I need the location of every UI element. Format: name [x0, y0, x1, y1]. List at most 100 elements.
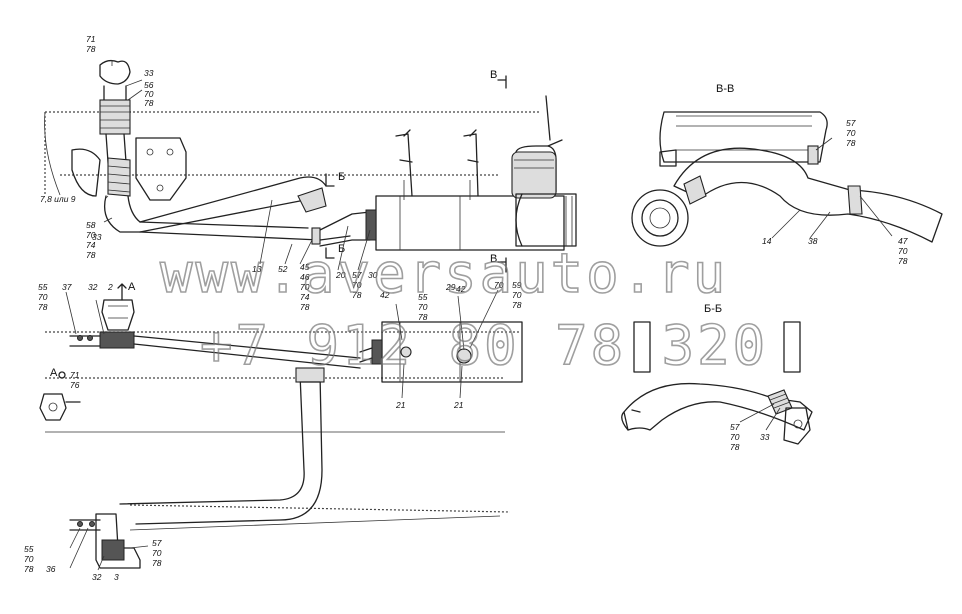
callout-3: 3 [114, 572, 119, 582]
callout-20: 20 [335, 270, 346, 280]
callout-33-top: 33 [144, 68, 154, 78]
callout-label: 57 [846, 118, 856, 128]
section-arrow-bb-bottom: Б [338, 243, 345, 255]
callout-label: 46 [300, 272, 310, 282]
callout-45-46-70-74-78: 45 46 70 74 78 [300, 262, 310, 312]
section-arrow-vv-bottom: В [490, 253, 497, 265]
callout-label: 70 [846, 128, 856, 138]
callout-label: 70 [144, 89, 154, 99]
callout-label: 71 [86, 34, 96, 44]
callout-70: 70 [494, 280, 504, 290]
callout-label: 78 [300, 302, 310, 312]
callout-label: 3 [114, 572, 119, 582]
side-view-down-pipe [119, 367, 325, 525]
callout-32-bot: 32 [92, 572, 102, 582]
side-view-muffler [359, 321, 523, 383]
callout-label: 21 [453, 400, 464, 410]
top-view-frame-rail [44, 111, 540, 196]
callout-label: 20 [335, 270, 346, 280]
callout-59-70-78: 59 70 78 [512, 280, 522, 310]
callout-37: 37 [62, 282, 72, 292]
callout-label: 78 [898, 256, 908, 266]
callout-label: 52 [278, 264, 288, 274]
callout-57-70-78-bot: 57 70 78 [152, 538, 162, 568]
callout-label: 70 [512, 290, 522, 300]
callout-label: 13 [252, 264, 262, 274]
callout-label: 57 [352, 270, 362, 280]
watermark-phone: +7 912 80 78 320 [200, 314, 768, 377]
callout-label: 2 [107, 282, 113, 292]
callout-47-70-78: 47 70 78 [898, 236, 908, 266]
callout-label: 32 [88, 282, 98, 292]
section-bb-view [621, 321, 813, 445]
callout-label: 42 [456, 284, 466, 294]
callout-label: 36 [46, 564, 56, 574]
callout-label: 78 [418, 312, 428, 322]
callout-33-bb: 33 [760, 432, 770, 442]
callout-7-8: 7,8 или 9 [40, 194, 76, 204]
callout-label: 55 [418, 292, 428, 302]
callout-label: 33 [760, 432, 770, 442]
callout-label: 78 [86, 44, 96, 54]
callout-29: 29 [445, 282, 456, 292]
callout-55-70-78-left: 55 70 78 [38, 282, 48, 312]
top-view-muffler [365, 129, 565, 251]
top-view-long-pipe [139, 176, 371, 247]
callout-label: 76 [70, 380, 80, 390]
callout-label: 70 [898, 246, 908, 256]
callout-label: 74 [300, 292, 310, 302]
callout-label: 55 [38, 282, 48, 292]
callout-55-70-78-mid: 55 70 78 [418, 292, 428, 322]
callout-21-right: 21 [453, 400, 464, 410]
callout-label: 70 [300, 282, 310, 292]
callout-label: 70 [418, 302, 428, 312]
callout-label: 78 [24, 564, 34, 574]
callout-label: 29 [445, 282, 456, 292]
callout-2: 2 [107, 282, 113, 292]
view-a-label: А [50, 367, 58, 379]
callout-13: 13 [252, 264, 262, 274]
callout-label: 38 [808, 236, 818, 246]
callout-label: 30 [368, 270, 378, 280]
callout-32-top: 32 [88, 282, 98, 292]
callout-52: 52 [278, 264, 288, 274]
callout-label: 70 [494, 280, 504, 290]
section-arrow-a: А [128, 281, 136, 293]
callout-label: 7,8 или 9 [40, 194, 76, 204]
callout-14: 14 [762, 236, 772, 246]
callout-label: 33 [92, 232, 102, 242]
view-a-detail [39, 371, 81, 421]
callout-label: 32 [92, 572, 102, 582]
callout-label: 78 [86, 250, 96, 260]
callout-21-left: 21 [395, 400, 406, 410]
callout-label: 56 [144, 80, 154, 90]
callout-label: 47 [898, 236, 908, 246]
callout-label: 33 [144, 68, 154, 78]
top-view-vertical-pipe [71, 59, 141, 233]
callout-label: 14 [762, 236, 772, 246]
callout-label: 70 [352, 280, 362, 290]
callout-label: 45 [300, 262, 310, 272]
callout-55-70-78-bot: 55 70 78 [24, 544, 34, 574]
callout-label: 71 [70, 370, 80, 380]
callout-label: 59 [512, 280, 522, 290]
callout-label: 70 [24, 554, 34, 564]
callout-label: 57 [730, 422, 740, 432]
callout-label: 55 [24, 544, 34, 554]
callout-57-70-78-vv: 57 70 78 [846, 118, 856, 148]
top-view-bracket [135, 137, 187, 201]
watermark-url: www.aversauto.ru [160, 242, 728, 305]
callout-38: 38 [808, 236, 818, 246]
callout-label: 78 [144, 98, 154, 108]
callout-label: 70 [152, 548, 162, 558]
callout-label: 78 [730, 442, 740, 452]
callout-label: 78 [38, 302, 48, 312]
callout-label: 70 [38, 292, 48, 302]
side-view-frame [45, 331, 520, 531]
callout-label: 42 [380, 290, 390, 300]
top-view-outlet-elbow [511, 95, 577, 247]
callout-57-70-78-bb: 57 70 78 [730, 422, 740, 452]
leader-lines [65, 60, 893, 571]
